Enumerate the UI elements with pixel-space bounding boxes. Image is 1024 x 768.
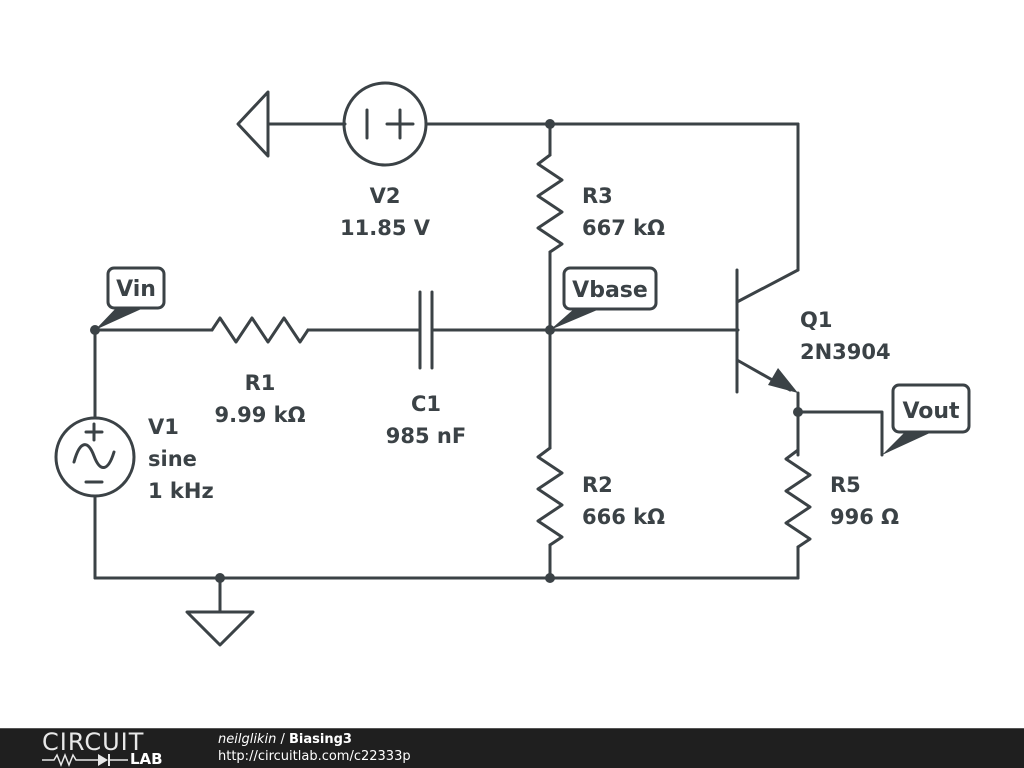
resistor-zigzag-icon [210,316,310,344]
ground-icon [185,610,255,647]
v2-value: 11.85 V [340,216,431,240]
label-box [562,266,658,311]
separator: / [276,732,289,747]
footer-bar: CIRCUIT LAB neilglikin / Biasing3 http:/… [0,728,1024,768]
v1-value: 1 kHz [148,479,214,503]
circuit-url-link[interactable]: http://circuitlab.com/c22333p [218,749,411,764]
resistor-zigzag-icon [536,446,564,547]
junction-dot [545,573,555,583]
logo-circuit-text: CIRCUIT [42,728,145,756]
c1-capacitor[interactable]: C1 985 nF [386,290,466,448]
r3-resistor[interactable]: R3 667 kΩ [536,122,665,332]
author-link[interactable]: neilglikin [218,732,277,747]
circuit-meta: neilglikin / Biasing3 http://circuitlab.… [218,731,411,765]
vout-label-text: Vout [902,399,960,424]
transistor-collector-icon [735,268,800,304]
q1-name: Q1 [800,308,832,332]
resistor-zigzag-icon [536,153,564,254]
v1-source[interactable]: V1 sine 1 kHz [54,328,214,580]
q1-value: 2N3904 [800,340,891,364]
logo-resistor-diode-icon [42,752,128,768]
r1-resistor[interactable]: R1 9.99 kΩ [210,316,310,427]
q1-transistor[interactable]: Q1 2N3904 [735,268,891,457]
r3-name: R3 [582,184,613,208]
label-pointer-icon [550,308,602,330]
r1-name: R1 [245,371,276,395]
v2-reference-arrow-icon [236,90,270,158]
vbase-label-text: Vbase [572,278,648,303]
r3-value: 667 kΩ [582,216,665,240]
v1-name: V1 [148,415,179,439]
sine-wave-icon [72,443,116,469]
ground-symbol[interactable] [185,576,255,647]
label-box [891,383,971,434]
r2-name: R2 [582,473,613,497]
v2-name: V2 [370,184,401,208]
circuit-title[interactable]: Biasing3 [288,732,352,747]
r1-value: 9.99 kΩ [215,403,306,427]
v1-type: sine [148,447,197,471]
vout-net-label[interactable]: Vout [882,383,971,455]
circuitlab-logo[interactable]: CIRCUIT LAB [42,728,182,768]
r5-resistor[interactable]: R5 996 Ω [784,448,899,580]
label-pointer-icon [882,432,932,455]
r2-resistor[interactable]: R2 666 kΩ [536,328,665,580]
wire-vout [796,410,884,457]
r2-value: 666 kΩ [582,505,665,529]
c1-value: 985 nF [386,424,466,448]
c1-name: C1 [411,392,441,416]
schematic-canvas: V2 11.85 V R3 667 kΩ R1 9.99 kΩ C1 985 n… [54,81,971,647]
logo-lab-text: LAB [130,750,163,768]
r5-value: 996 Ω [830,505,899,529]
emitter-arrow-icon [768,368,798,393]
label-pointer-icon [95,306,148,330]
vbase-net-label[interactable]: Vbase [550,266,658,330]
label-box [106,266,166,310]
vin-net-label[interactable]: Vin [95,266,166,330]
r5-name: R5 [830,473,861,497]
v2-source[interactable]: V2 11.85 V [236,81,431,240]
vin-label-text: Vin [116,277,156,302]
resistor-zigzag-icon [784,448,812,549]
